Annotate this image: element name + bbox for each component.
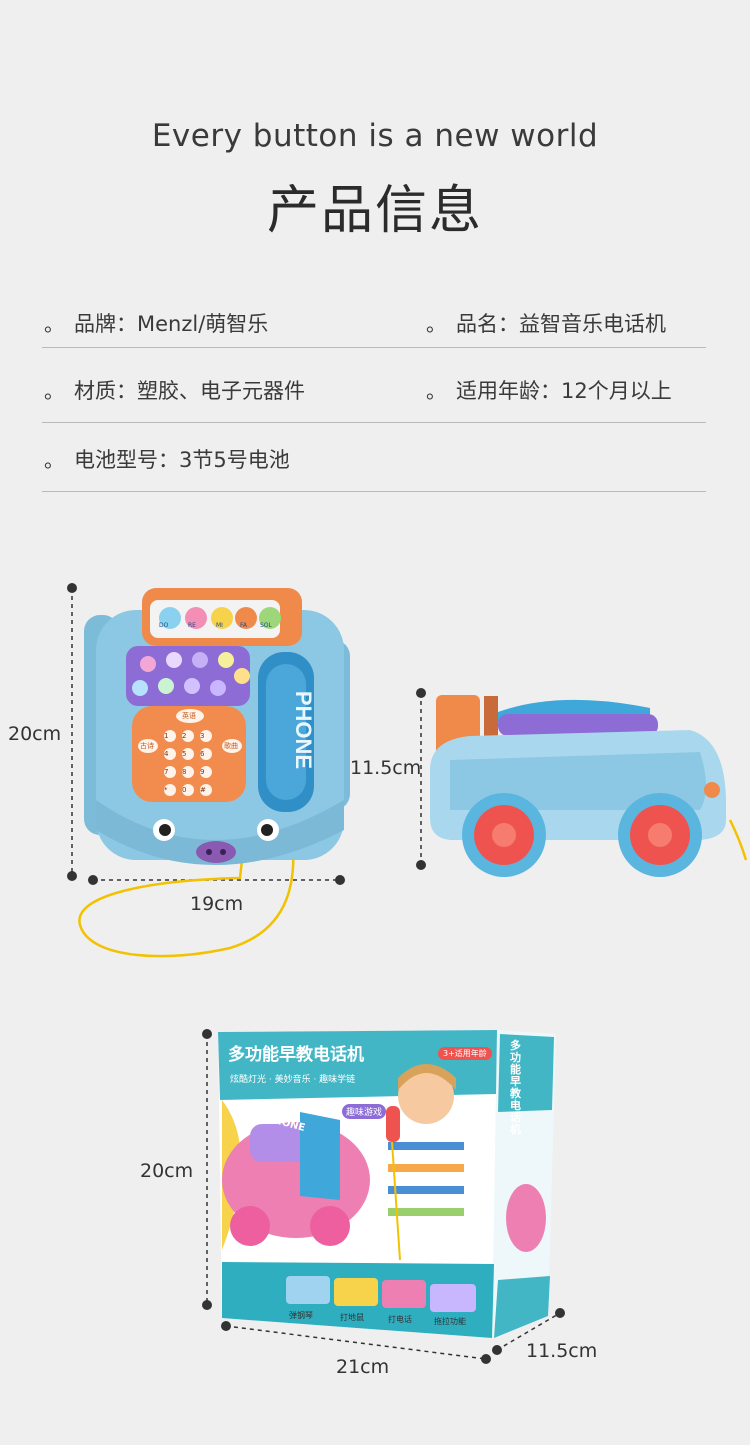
box-depth-dimension (492, 1308, 565, 1355)
age-badge: 3+适用年龄 (438, 1047, 492, 1060)
page-title: 产品信息 (266, 181, 483, 241)
mode-song: 歌曲 (224, 742, 238, 750)
bullet: 。 (44, 379, 64, 403)
divider (42, 347, 706, 348)
product-box (218, 1030, 556, 1338)
note-key-fa: FA (240, 622, 248, 629)
mode-poem: 古诗 (140, 742, 154, 750)
toy-phone-side (430, 695, 748, 877)
mode-english: 英语 (182, 712, 196, 720)
toy-phone-front: PHONE (84, 588, 350, 865)
box-width-label: 21cm (336, 1356, 390, 1378)
digit-key: 5 (182, 750, 187, 758)
spec-battery: 。电池型号：3节5号电池 (44, 445, 290, 475)
note-key-do: DO (159, 622, 169, 629)
bullet: 。 (426, 379, 446, 403)
bullet: 。 (44, 312, 64, 336)
digit-key: 2 (182, 732, 187, 740)
note-key-mi: MI (216, 622, 223, 629)
subtitle: Every button is a new world (151, 118, 599, 154)
front-width-label: 19cm (190, 893, 244, 915)
spec-brand-text: 品牌：Menzl/萌智乐 (74, 312, 269, 336)
box-depth-label: 11.5cm (526, 1340, 598, 1362)
box-tag-piano: 弹钢琴 (289, 1311, 313, 1320)
spec-product-name: 。品名：益智音乐电话机 (426, 309, 666, 339)
digit-key: 3 (200, 732, 205, 740)
box-tag-whack: 打地鼠 (340, 1313, 364, 1322)
bullet: 。 (426, 312, 446, 336)
note-key-sol: SOL (260, 622, 272, 629)
bullet: 。 (44, 448, 64, 472)
spec-product-name-text: 品名：益智音乐电话机 (456, 312, 666, 336)
digit-key: # (200, 786, 206, 794)
box-tag-call: 打电话 (388, 1315, 412, 1324)
digit-key: 0 (182, 786, 187, 794)
side-height-label: 11.5cm (350, 757, 422, 779)
box-tag-pull: 拖拉功能 (434, 1317, 466, 1326)
digit-key: 6 (200, 750, 205, 758)
game-badge: 趣味游戏 (342, 1104, 387, 1119)
digit-key: 9 (200, 768, 205, 776)
spec-brand: 。品牌：Menzl/萌智乐 (44, 309, 268, 339)
digit-key: 4 (164, 750, 169, 758)
handset-label: PHONE (291, 691, 316, 769)
spec-age: 。适用年龄：12个月以上 (426, 376, 672, 406)
pull-cord (78, 819, 295, 958)
digit-key: 1 (164, 732, 169, 740)
spec-material: 。材质：塑胶、电子元器件 (44, 376, 305, 406)
divider (42, 422, 706, 423)
box-features-line: 炫酷灯光 · 美妙音乐 · 趣味学链 (230, 1075, 356, 1085)
box-title: 多功能早教电话机 (228, 1045, 364, 1065)
divider (42, 491, 706, 492)
digit-key: * (164, 786, 168, 794)
box-side-title: 多功能早教电话机 (510, 1039, 521, 1136)
note-key-re: RE (188, 622, 196, 629)
spec-age-text: 适用年龄：12个月以上 (456, 379, 672, 403)
side-height-dimension (416, 688, 426, 870)
digit-key: 8 (182, 768, 187, 776)
spec-battery-text: 电池型号：3节5号电池 (74, 448, 290, 472)
spec-material-text: 材质：塑胶、电子元器件 (74, 379, 305, 403)
box-height-dimension (202, 1029, 212, 1310)
front-height-label: 20cm (8, 723, 62, 745)
note-keys (159, 607, 281, 629)
keypad-digits: 1 2 3 4 5 6 7 8 9 * 0 # (164, 731, 214, 796)
front-height-dimension (67, 583, 77, 881)
box-width-dimension (221, 1321, 491, 1364)
digit-key: 7 (164, 768, 169, 776)
box-height-label: 20cm (140, 1160, 194, 1182)
